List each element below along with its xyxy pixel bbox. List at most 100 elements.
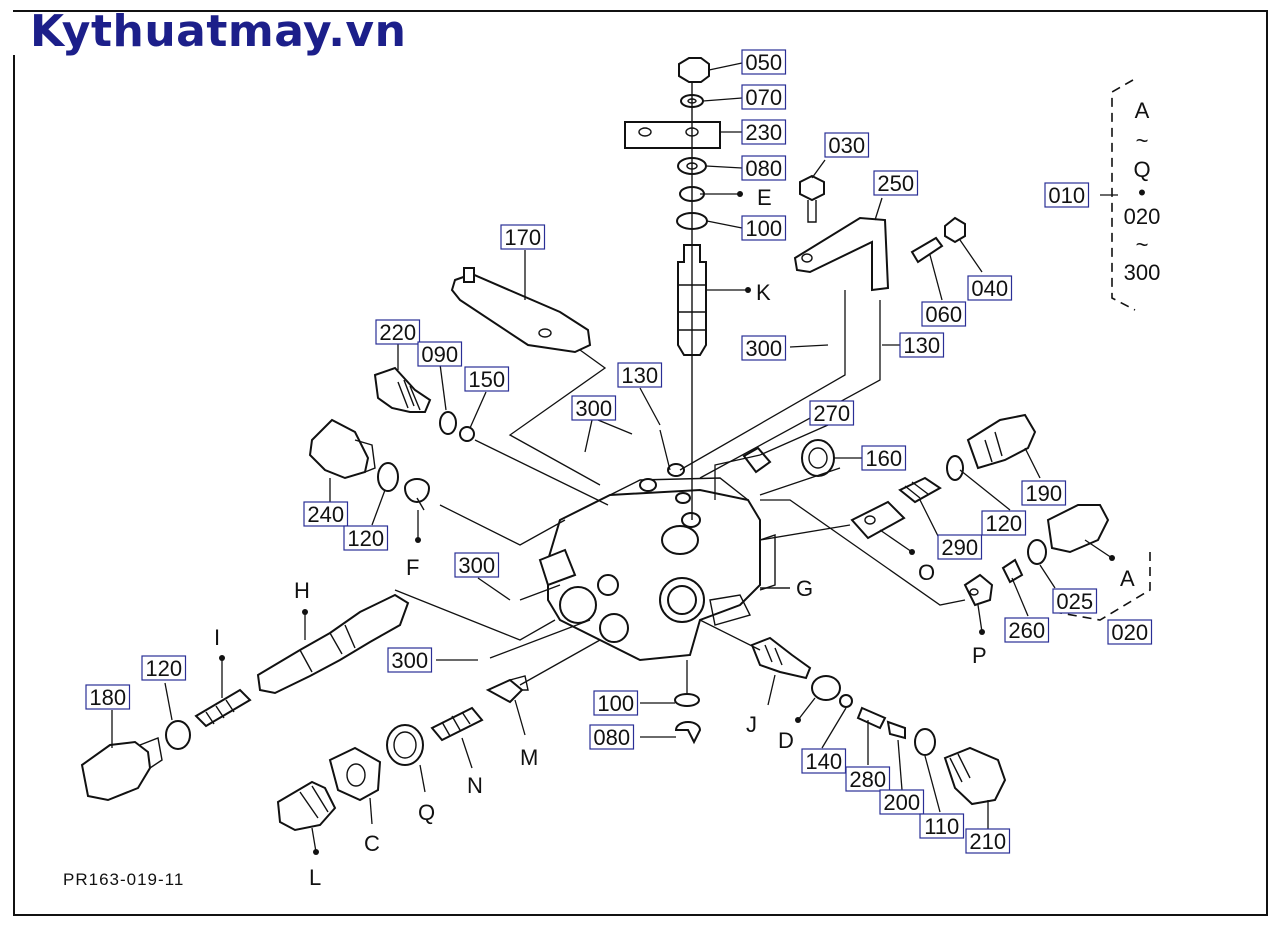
range-note-tilde-2: ~ xyxy=(1136,232,1149,257)
right-parts xyxy=(742,413,1110,607)
part-number-label: 180 xyxy=(89,685,126,710)
part-label-box xyxy=(965,828,1011,854)
part-label-box xyxy=(1107,619,1153,645)
part-label-box xyxy=(417,341,463,367)
part-number-label: 210 xyxy=(969,829,1006,854)
part-number-label: 290 xyxy=(941,535,978,560)
drawing-frame xyxy=(13,10,1268,916)
part-label-box xyxy=(801,748,847,774)
part-number-label: 130 xyxy=(621,363,658,388)
part-label-box xyxy=(464,366,510,392)
site-title: Kythuatmay.vn xyxy=(30,6,407,57)
part-label-box xyxy=(1052,588,1098,614)
part-letter-label: N xyxy=(467,773,483,798)
part-label-box xyxy=(741,335,787,361)
part-letter-label: O xyxy=(918,560,935,585)
part-label-box xyxy=(919,813,965,839)
part-number-label: 190 xyxy=(1025,481,1062,506)
range-note-top: A xyxy=(1135,98,1150,123)
bracket-250 xyxy=(793,174,966,292)
part-letter-label: P xyxy=(972,643,987,668)
part-label-box xyxy=(741,155,787,181)
part-label-box xyxy=(303,501,349,527)
part-label-box xyxy=(1021,480,1067,506)
part-label-box xyxy=(593,690,639,716)
part-letter-label: M xyxy=(520,745,538,770)
part-label-box xyxy=(824,132,870,158)
part-number-label: 220 xyxy=(379,320,416,345)
part-label-box xyxy=(500,224,546,250)
part-label-box xyxy=(741,119,787,145)
part-number-label: 025 xyxy=(1056,589,1093,614)
part-number-label: 100 xyxy=(745,216,782,241)
spool-stack xyxy=(624,57,721,520)
range-note-bullet: • xyxy=(1138,180,1146,205)
part-letter-label: C xyxy=(364,831,380,856)
part-number-label: 030 xyxy=(828,133,865,158)
part-number-label: 090 xyxy=(421,342,458,367)
part-number-label: 060 xyxy=(925,302,962,327)
part-letter-label: I xyxy=(214,625,220,650)
part-letter-label: J xyxy=(746,712,757,737)
part-number-label: 170 xyxy=(504,225,541,250)
part-label-box xyxy=(741,84,787,110)
part-label-box xyxy=(343,525,389,551)
part-number-label: 300 xyxy=(745,336,782,361)
part-number-label: 010 xyxy=(1048,183,1085,208)
lower-right-parts xyxy=(674,636,1007,806)
part-number-label: 050 xyxy=(745,50,782,75)
part-number-label: 070 xyxy=(745,85,782,110)
part-number-label: 300 xyxy=(391,648,428,673)
part-label-box xyxy=(375,319,421,345)
part-letter-label: H xyxy=(294,578,310,603)
part-label-box xyxy=(921,301,967,327)
part-label-box xyxy=(861,445,907,471)
range-note-tilde-1: ~ xyxy=(1136,128,1149,153)
part-number-label: 200 xyxy=(883,790,920,815)
part-label-box xyxy=(617,362,663,388)
range-note-bracket xyxy=(1111,79,1136,311)
part-label-box xyxy=(571,395,617,421)
part-label-box xyxy=(879,789,925,815)
part-number-label: 300 xyxy=(575,396,612,421)
part-letter-label: L xyxy=(309,865,321,890)
part-number-label: 110 xyxy=(924,814,959,839)
part-number-label: 120 xyxy=(985,511,1022,536)
part-number-label: 240 xyxy=(307,502,344,527)
label-leaders xyxy=(219,191,1115,855)
part-number-label: 280 xyxy=(849,767,886,792)
part-label-box xyxy=(85,684,131,710)
lever-170 xyxy=(450,267,592,354)
part-number-label: 020 xyxy=(1111,620,1148,645)
part-label-box xyxy=(845,766,891,792)
part-number-label: 230 xyxy=(745,120,782,145)
part-label-box xyxy=(981,510,1027,536)
part-letter-label: Q xyxy=(418,800,435,825)
number-leaders xyxy=(111,62,1118,830)
part-label-box xyxy=(387,647,433,673)
part-number-label: 140 xyxy=(805,749,842,774)
part-letter-label: F xyxy=(406,555,419,580)
part-label-box xyxy=(1044,182,1090,208)
part-number-label: 120 xyxy=(145,656,182,681)
part-number-label: 260 xyxy=(1008,618,1045,643)
part-label-box xyxy=(454,552,500,578)
connection-lines xyxy=(394,290,966,695)
diagram-code: PR163-019-11 xyxy=(63,870,185,889)
part-letter-label: K xyxy=(756,280,771,305)
range-note: A ~ Q • 020 ~ 300 xyxy=(1124,98,1161,285)
part-number-label: 150 xyxy=(468,367,505,392)
part-letter-label: E xyxy=(757,185,772,210)
part-number-label: 080 xyxy=(745,156,782,181)
lower-left-parts xyxy=(80,593,410,802)
part-label-box xyxy=(141,655,187,681)
assembly-020-bracket xyxy=(1054,552,1151,621)
part-number-label: 160 xyxy=(865,446,902,471)
part-number-label: 120 xyxy=(347,526,384,551)
part-letter-label: A xyxy=(1120,566,1135,591)
part-letter-label: G xyxy=(796,576,813,601)
part-label-box xyxy=(967,275,1013,301)
